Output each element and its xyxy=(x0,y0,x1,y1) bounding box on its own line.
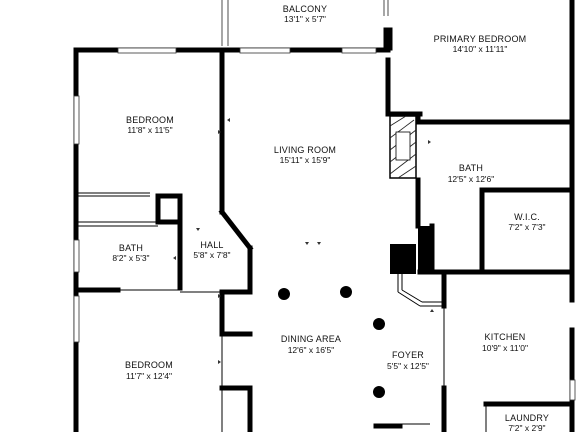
room-dims: 7'2" x 7'3" xyxy=(508,222,545,232)
room-dims: 11'7" x 12'4" xyxy=(126,371,172,381)
room-name: HALL xyxy=(200,240,223,250)
room-name: W.I.C. xyxy=(514,212,540,222)
room-name: BALCONY xyxy=(283,4,327,14)
room-name: KITCHEN xyxy=(485,332,526,342)
windows xyxy=(73,47,576,401)
room-name: DINING AREA xyxy=(281,334,341,344)
room-name: FOYER xyxy=(392,350,424,360)
room-kitchen: KITCHEN 10'9" x 11'0" xyxy=(482,332,528,353)
fireplace-icon xyxy=(389,115,417,179)
room-dims: 12'6" x 16'5" xyxy=(288,345,335,355)
room-dims: 5'8" x 7'8" xyxy=(193,250,230,260)
room-wic: W.I.C. 7'2" x 7'3" xyxy=(508,212,545,232)
room-dims: 10'9" x 11'0" xyxy=(482,343,528,353)
room-dims: 15'11" x 15'9" xyxy=(280,155,331,165)
room-bedroom-2: BEDROOM 11'7" x 12'4" xyxy=(125,360,173,381)
room-bedroom-1: BEDROOM 11'8" x 11'5" xyxy=(126,115,174,135)
walls xyxy=(73,0,575,432)
room-hall: HALL 5'8" x 7'8" xyxy=(193,240,230,260)
columns xyxy=(278,286,385,398)
room-dims: 8'2" x 5'3" xyxy=(112,253,149,263)
room-primary-bedroom: PRIMARY BEDROOM 14'10" x 11'11" xyxy=(434,34,527,54)
room-dims: 12'5" x 12'6" xyxy=(448,174,495,184)
room-name: BEDROOM xyxy=(125,360,173,370)
room-living-room: LIVING ROOM 15'11" x 15'9" xyxy=(274,145,336,165)
room-dims: 11'8" x 11'5" xyxy=(127,125,172,135)
dimension-ticks xyxy=(173,118,434,364)
room-foyer: FOYER 5'5" x 12'5" xyxy=(387,350,429,371)
room-name: BEDROOM xyxy=(126,115,174,125)
room-laundry: LAUNDRY 7'2" x 2'9" xyxy=(505,413,549,432)
room-dims: 13'1" x 5'7" xyxy=(284,14,326,24)
room-name: BATH xyxy=(459,163,483,173)
room-dims: 5'5" x 12'5" xyxy=(387,361,429,371)
room-name: BATH xyxy=(119,243,143,253)
room-balcony: BALCONY 13'1" x 5'7" xyxy=(283,4,327,24)
room-name: PRIMARY BEDROOM xyxy=(434,34,527,44)
room-bath-1: BATH 8'2" x 5'3" xyxy=(112,243,149,263)
room-name: LAUNDRY xyxy=(505,413,549,423)
room-bath-2: BATH 12'5" x 12'6" xyxy=(448,163,495,184)
room-name: LIVING ROOM xyxy=(274,145,336,155)
room-dining-area: DINING AREA 12'6" x 16'5" xyxy=(281,334,341,355)
room-dims: 7'2" x 2'9" xyxy=(508,423,545,432)
room-dims: 14'10" x 11'11" xyxy=(453,44,508,54)
